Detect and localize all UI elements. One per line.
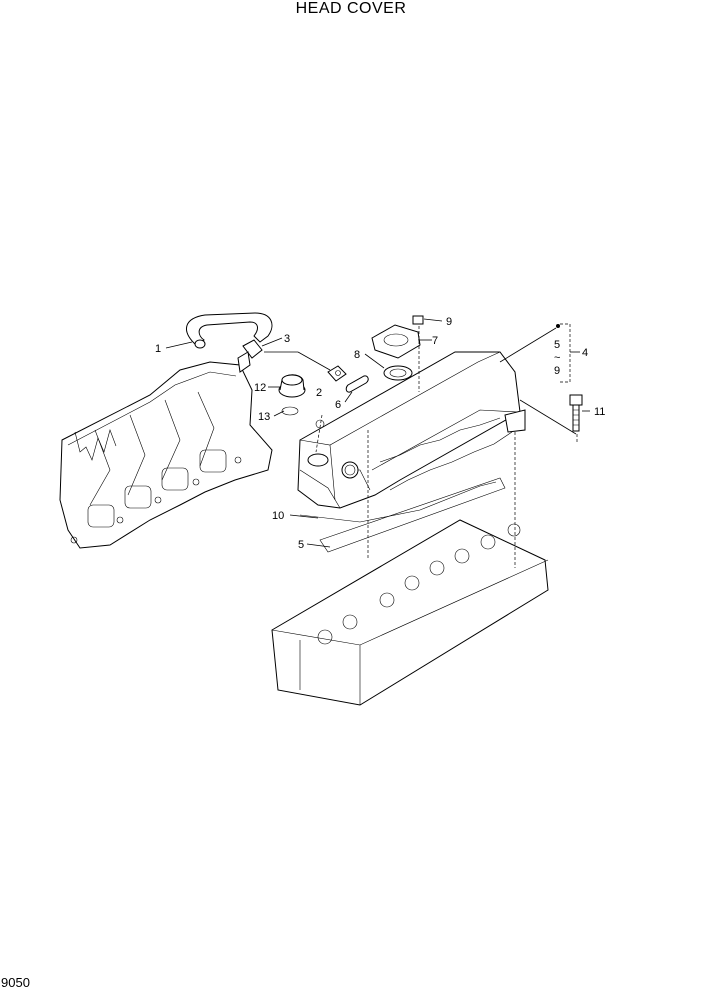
callout-range-separator: ~ bbox=[554, 352, 560, 364]
callout-13: 13 bbox=[258, 411, 270, 423]
page-code: 9050 bbox=[1, 975, 30, 990]
callout-9-range-end: 9 bbox=[554, 365, 560, 377]
callout-9: 9 bbox=[446, 316, 452, 328]
callout-4: 4 bbox=[582, 347, 588, 359]
cylinder-head bbox=[271, 519, 549, 706]
callout-12: 12 bbox=[254, 382, 266, 394]
callout-11: 11 bbox=[594, 406, 605, 418]
small-fittings bbox=[327, 365, 369, 393]
head-cover bbox=[297, 351, 526, 509]
callout-10: 10 bbox=[272, 510, 284, 522]
callouts: 1 2 3 4 5 ~ 9 5 6 7 8 9 10 11 12 13 bbox=[155, 316, 605, 551]
page-title: HEAD COVER bbox=[295, 0, 407, 17]
hose-connector bbox=[237, 339, 263, 373]
callout-3: 3 bbox=[284, 333, 290, 345]
breather-hose bbox=[186, 312, 273, 349]
oil-filler-cap bbox=[278, 374, 306, 416]
manifold bbox=[59, 361, 273, 549]
callout-6: 6 bbox=[335, 399, 341, 411]
callout-5: 5 bbox=[298, 539, 304, 551]
callout-2: 2 bbox=[316, 387, 322, 399]
callout-8: 8 bbox=[354, 349, 360, 361]
bolt bbox=[569, 394, 583, 432]
callout-1: 1 bbox=[155, 343, 161, 355]
leader-lines bbox=[165, 318, 590, 568]
callout-7: 7 bbox=[432, 335, 438, 347]
head-cover-gasket bbox=[299, 477, 506, 553]
callout-5-range-start: 5 bbox=[554, 339, 560, 351]
